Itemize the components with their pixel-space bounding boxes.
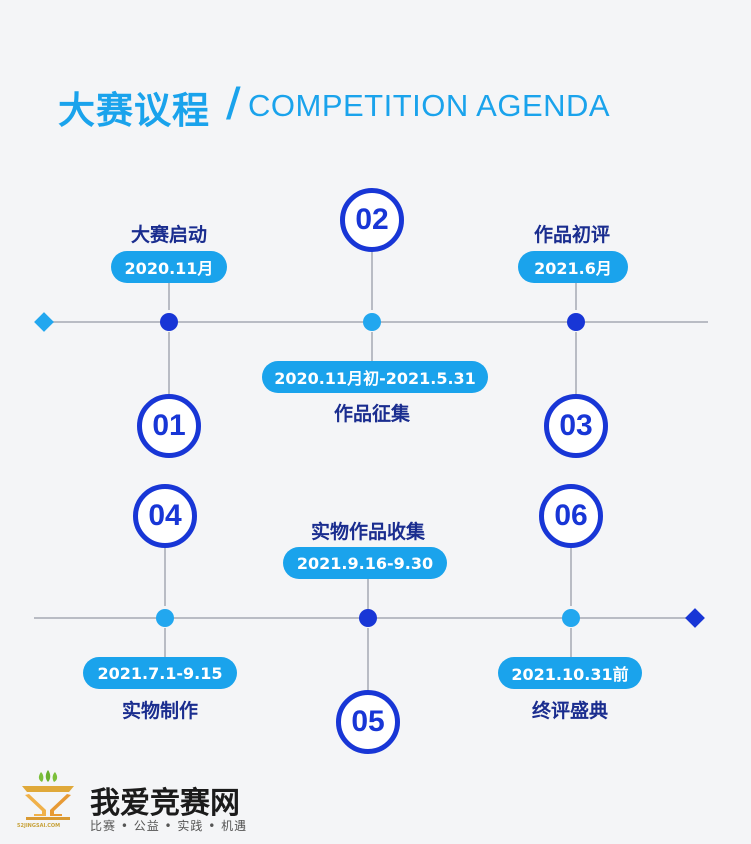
stage-01-label: 大赛启动: [130, 224, 207, 246]
timeline-start-diamond: [34, 312, 54, 332]
stage-03-number: 03: [544, 394, 608, 458]
stage-04-label: 实物制作: [121, 700, 198, 722]
stage-06-date: 2021.10.31前: [498, 657, 642, 689]
stage-05-dot: [359, 609, 377, 627]
stage-06-label: 终评盛典: [531, 700, 608, 722]
stage-06-connector-top: [570, 546, 572, 606]
stage-02-label: 作品征集: [333, 403, 410, 425]
stage-02-dot: [363, 313, 381, 331]
stage-01-date: 2020.11月: [111, 251, 227, 283]
timeline-end-diamond: [685, 608, 705, 628]
stage-04-connector-bottom: [164, 628, 166, 658]
stage-03-connector-bottom: [575, 332, 577, 394]
stage-01-number: 01: [137, 394, 201, 458]
stage-03-date: 2021.6月: [518, 251, 628, 283]
title-chinese: 大赛议程: [58, 89, 210, 132]
logo-name: 我爱竞赛网: [90, 786, 240, 821]
stage-05-date: 2021.9.16-9.30: [283, 547, 447, 579]
stage-01-connector-bottom: [168, 332, 170, 394]
title-separator: /: [226, 80, 241, 126]
stage-06-connector-bottom: [570, 628, 572, 658]
stage-04-connector-top: [164, 546, 166, 606]
stage-01-connector-top: [168, 282, 170, 310]
stage-04-number: 04: [133, 484, 197, 548]
stage-04-date: 2021.7.1-9.15: [83, 657, 237, 689]
stage-02-date: 2020.11月初-2021.5.31: [262, 361, 488, 393]
stage-02-connector-bottom: [371, 332, 373, 362]
stage-05-connector-bottom: [367, 628, 369, 690]
stage-04-dot: [156, 609, 174, 627]
stage-03-dot: [567, 313, 585, 331]
title-english: COMPETITION AGENDA: [248, 88, 611, 123]
stage-05-label: 实物作品收集: [310, 521, 425, 543]
stage-05-number: 05: [336, 690, 400, 754]
stage-06-number: 06: [539, 484, 603, 548]
logo-url-text: 52JINGSAI.COM: [17, 823, 61, 829]
stage-03-connector-top: [575, 282, 577, 310]
stage-02-number: 02: [340, 188, 404, 252]
stage-05-connector-top: [367, 578, 369, 610]
stage-01-dot: [160, 313, 178, 331]
stage-02-connector-top: [371, 250, 373, 310]
logo-trophy-icon: [16, 770, 80, 828]
logo-tagline: 比赛 • 公益 • 实践 • 机遇: [90, 819, 248, 833]
stage-03-label: 作品初评: [533, 224, 610, 246]
stage-06-dot: [562, 609, 580, 627]
